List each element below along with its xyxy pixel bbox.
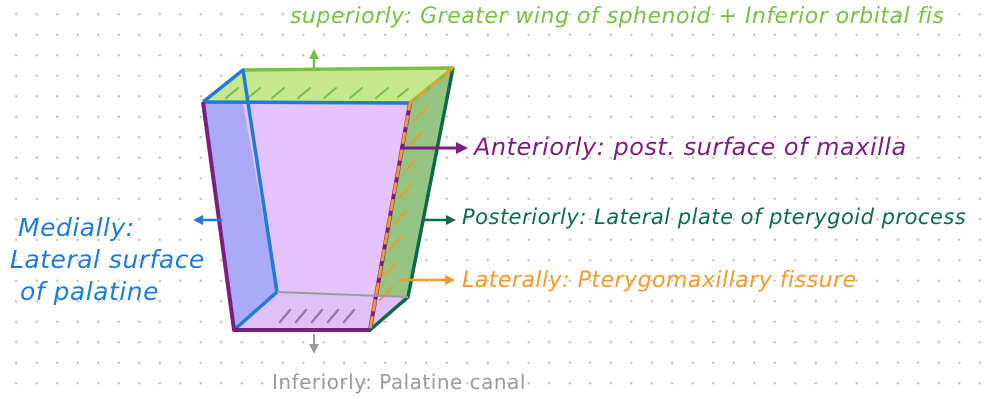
medial-face xyxy=(203,70,277,330)
lateral-label: Laterally: Pterygomaxillary fissure xyxy=(462,268,857,293)
lateral-fissure-edge xyxy=(368,66,454,331)
medial-edge-top xyxy=(201,68,279,293)
inferior-hatching xyxy=(278,308,356,324)
inferior-edge xyxy=(276,291,409,298)
superior-label: superiorly: Greater wing of sphenoid + I… xyxy=(290,4,945,29)
medial-label-line-3: of palatine xyxy=(20,277,159,306)
posterior-label: Posteriorly: Lateral plate of pterygoid … xyxy=(462,205,967,229)
medial-edge-front-top xyxy=(202,100,411,105)
superior-hatching xyxy=(225,87,409,99)
anterior-label: Anteriorly: post. surface of maxilla xyxy=(474,133,907,161)
superior-face xyxy=(203,68,453,103)
medial-label-line-2: Lateral surface xyxy=(10,245,205,274)
posterior-hatching xyxy=(379,105,429,301)
medial-edge-bottom xyxy=(232,290,279,332)
medial-label-line-1: Medially: xyxy=(18,213,135,242)
anterior-face xyxy=(243,103,410,330)
inferior-label: Inferiorly: Palatine canal xyxy=(272,370,526,394)
posterior-face xyxy=(370,68,453,330)
medial-label: Medially: Lateral surface of palatine xyxy=(10,212,205,308)
